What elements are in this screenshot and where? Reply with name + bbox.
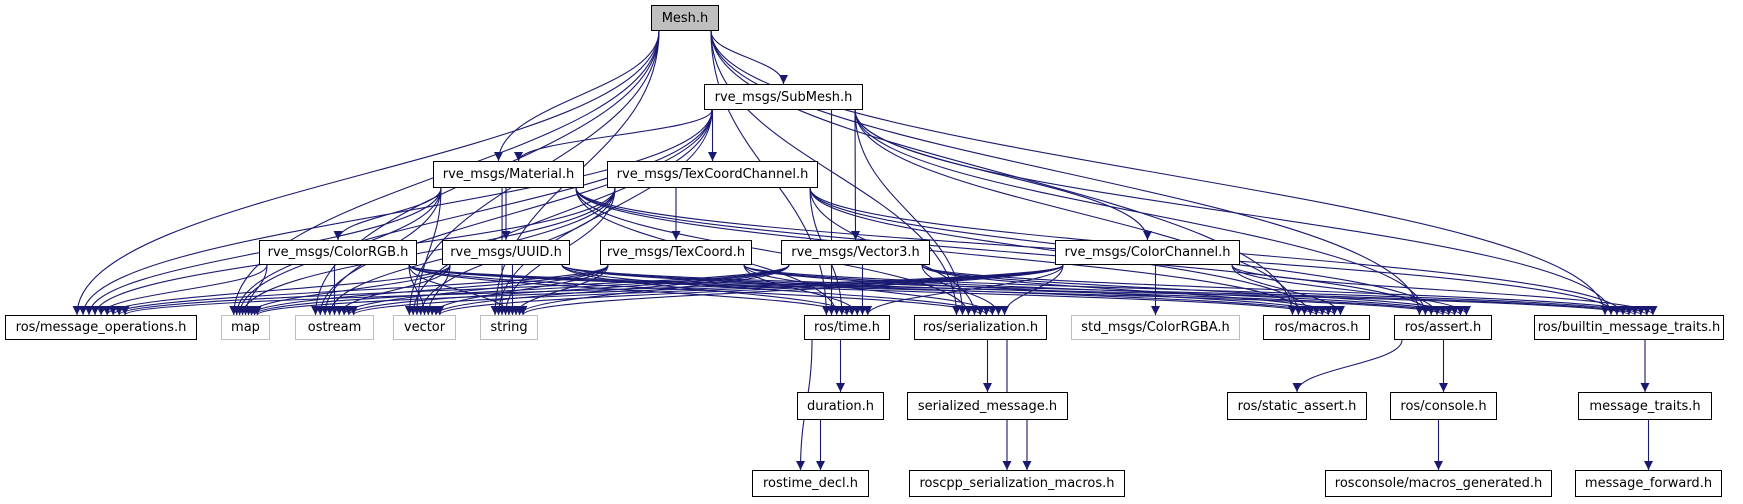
edge-colorchannel-to-message_operations bbox=[120, 264, 1064, 316]
node-console-h[interactable]: ros/console.h bbox=[1390, 392, 1497, 420]
node-uuid-h[interactable]: rve_msgs/UUID.h bbox=[442, 240, 570, 265]
edge-colorchannel-to-macros bbox=[1231, 264, 1345, 316]
edge-submesh-to-builtin_message_traits bbox=[854, 109, 1616, 316]
node-message-forward-h[interactable]: message_forward.h bbox=[1575, 470, 1722, 497]
edge-material-to-macros bbox=[575, 187, 1309, 316]
edge-colorchannel-to-builtin_message_traits bbox=[1231, 264, 1658, 316]
edge-mesh-to-assert bbox=[710, 30, 1424, 316]
edge-submesh-to-message_operations bbox=[78, 109, 713, 316]
edge-mesh-to-serialization bbox=[710, 30, 961, 316]
node-colorrgb-h[interactable]: rve_msgs/ColorRGB.h bbox=[259, 240, 417, 265]
edge-colorchannel-to-serialization bbox=[1000, 264, 1064, 316]
node-builtin-message-traits-h[interactable]: ros/builtin_message_traits.h bbox=[1534, 315, 1724, 340]
edge-submesh-to-colorchannel bbox=[854, 109, 1152, 241]
node-ostream: ostream bbox=[295, 315, 374, 340]
edge-submesh-to-material bbox=[514, 109, 713, 162]
edge-vector3-to-serialization bbox=[921, 264, 1003, 316]
edge-mesh-to-builtin_message_traits bbox=[710, 30, 1610, 316]
edge-vector3-to-assert bbox=[921, 264, 1465, 316]
edge-assert-to-static_assert bbox=[1292, 339, 1403, 393]
edge-vector3-to-ostream bbox=[344, 264, 790, 316]
edge-texcoordchannel-to-map bbox=[238, 187, 616, 316]
node-roscpp-serialization-macros-h[interactable]: roscpp_serialization_macros.h bbox=[909, 470, 1125, 497]
node-message-traits-h[interactable]: message_traits.h bbox=[1578, 392, 1712, 420]
edge-colorchannel-to-ostream bbox=[349, 264, 1064, 316]
edge-colorchannel-to-time bbox=[863, 264, 1064, 316]
node-vector3-h[interactable]: rve_msgs/Vector3.h bbox=[781, 240, 930, 265]
edge-vector3-to-macros bbox=[921, 264, 1339, 316]
node-colorchannel-h[interactable]: rve_msgs/ColorChannel.h bbox=[1055, 240, 1240, 265]
node-submesh-h[interactable]: rve_msgs/SubMesh.h bbox=[704, 84, 863, 110]
node-macros-h[interactable]: ros/macros.h bbox=[1263, 315, 1370, 340]
node-material-h[interactable]: rve_msgs/Material.h bbox=[433, 161, 584, 188]
node-time-h[interactable]: ros/time.h bbox=[804, 315, 890, 340]
node-message-operations-h[interactable]: ros/message_operations.h bbox=[5, 315, 197, 340]
edge-material-to-assert bbox=[575, 187, 1436, 316]
edge-mesh-to-material bbox=[494, 30, 660, 162]
edge-colorchannel-to-map bbox=[253, 264, 1064, 316]
edge-mesh-to-message_operations bbox=[72, 30, 660, 316]
edge-submesh-to-map bbox=[232, 109, 713, 316]
node-static-assert-h[interactable]: ros/static_assert.h bbox=[1227, 392, 1367, 420]
node-texcoord-h[interactable]: rve_msgs/TexCoord.h bbox=[600, 240, 752, 265]
edge-texcoord-to-assert bbox=[743, 264, 1459, 316]
node-serialization-h[interactable]: ros/serialization.h bbox=[914, 315, 1047, 340]
edge-colorchannel-to-assert bbox=[1231, 264, 1471, 316]
edge-vector3-to-map bbox=[250, 264, 790, 316]
node-assert-h[interactable]: ros/assert.h bbox=[1394, 315, 1492, 340]
edge-uuid-to-assert bbox=[561, 264, 1454, 316]
node-rosconsole-macros-generated-h[interactable]: rosconsole/macros_generated.h bbox=[1325, 470, 1552, 497]
node-serialized-message-h[interactable]: serialized_message.h bbox=[907, 392, 1068, 420]
edge-mesh-to-macros bbox=[710, 30, 1297, 316]
edge-colorrgb-to-message_operations bbox=[96, 264, 268, 316]
edge-vector3-to-message_operations bbox=[114, 264, 790, 316]
node-rostime-decl-h[interactable]: rostime_decl.h bbox=[752, 470, 869, 497]
node-vector: vector bbox=[393, 315, 456, 340]
node-duration-h[interactable]: duration.h bbox=[797, 392, 884, 420]
node-string: string bbox=[480, 315, 538, 340]
edge-uuid-to-macros bbox=[561, 264, 1327, 316]
edge-texcoord-to-message_operations bbox=[108, 264, 609, 316]
edge-texcoord-to-map bbox=[247, 264, 609, 316]
node-mesh-h: Mesh.h bbox=[651, 5, 719, 31]
edge-submesh-to-assert bbox=[854, 109, 1430, 316]
edge-colorrgb-to-assert bbox=[408, 264, 1448, 316]
node-map: map bbox=[221, 315, 270, 340]
edge-material-to-colorrgb bbox=[333, 187, 442, 241]
edge-colorchannel-to-string bbox=[518, 264, 1064, 316]
edge-submesh-to-vector3 bbox=[850, 109, 860, 241]
edge-mesh-to-submesh bbox=[710, 30, 788, 85]
edge-colorchannel-to-vector bbox=[435, 264, 1064, 316]
node-colorrgba-h: std_msgs/ColorRGBA.h bbox=[1071, 315, 1240, 340]
node-texcoordchannel-h[interactable]: rve_msgs/TexCoordChannel.h bbox=[607, 161, 818, 188]
